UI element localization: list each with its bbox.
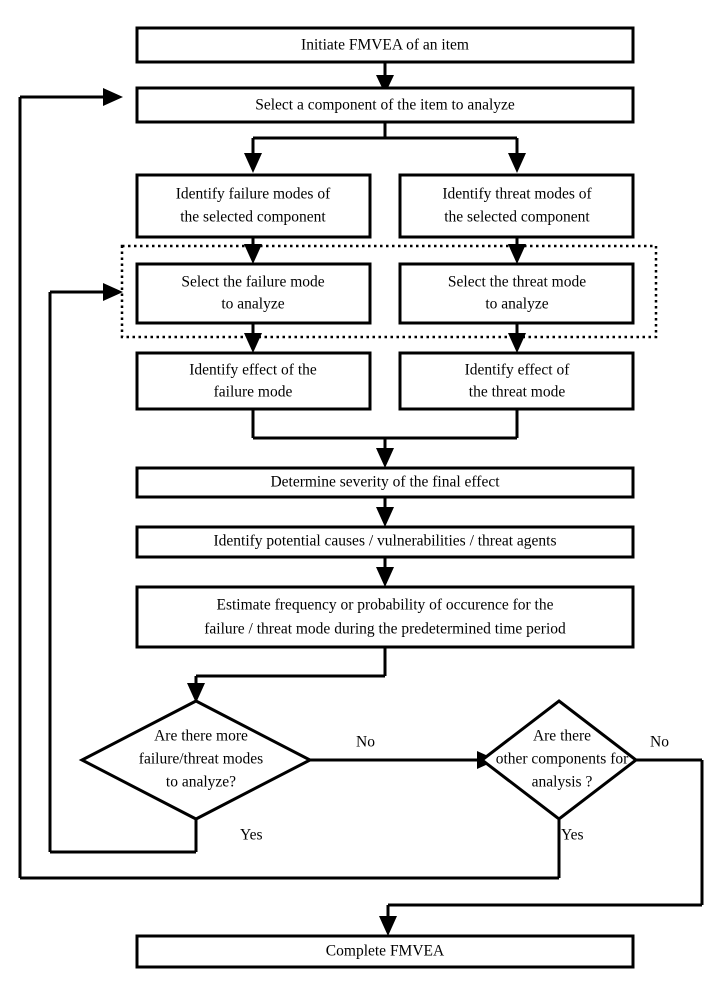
arrowhead-identify-failure-to-select-failure — [244, 244, 262, 264]
node-identify-effect-threat[interactable] — [398, 351, 635, 411]
node-decision-more-modes-line3: to analyze? — [166, 774, 236, 791]
node-decision-other-components-line3: analysis ? — [532, 774, 593, 791]
node-estimate-frequency-line2: failure / threat mode during the predete… — [204, 621, 566, 638]
edge-label-other-components-yes: Yes — [561, 827, 584, 844]
edge-other-components-no-to-complete — [386, 758, 704, 920]
node-identify-causes[interactable] — [135, 525, 635, 559]
node-select-threat-mode[interactable] — [398, 262, 635, 325]
node-decision-more-modes[interactable] — [78, 699, 314, 821]
node-decision-more-modes-line2: failure/threat modes — [139, 751, 263, 768]
arrowhead-initiate-to-select-component — [376, 75, 394, 94]
node-identify-threat-modes-line2: the selected component — [444, 209, 590, 226]
edge-label-other-components-no: No — [650, 734, 669, 751]
arrowhead-identify-threat-to-select-threat — [508, 244, 526, 264]
edge-other-components-yes-loop — [18, 95, 561, 880]
node-decision-other-components[interactable] — [479, 699, 639, 821]
arrowhead-other-components-yes-loop — [103, 88, 123, 106]
arrowhead-severity-to-causes — [376, 507, 394, 527]
node-estimate-frequency-line1: Estimate frequency or probability of occ… — [217, 597, 554, 614]
node-identify-effect-failure[interactable] — [135, 351, 372, 411]
node-select-failure-mode[interactable] — [135, 262, 372, 325]
arrowhead-causes-to-estimate — [376, 567, 394, 587]
node-select-threat-mode-line1: Select the threat mode — [448, 274, 586, 291]
node-determine-severity-label: Determine severity of the final effect — [270, 474, 500, 491]
node-determine-severity[interactable] — [135, 466, 635, 499]
node-identify-effect-threat-line2: the threat mode — [469, 384, 566, 401]
node-identify-effect-failure-line1: Identify effect of the — [189, 362, 317, 379]
arrowhead-merge-to-determine-severity — [376, 448, 394, 468]
arrowhead-to-identify-threat-modes — [508, 153, 526, 173]
node-complete-fmvea[interactable] — [135, 934, 635, 969]
node-select-failure-mode-line1: Select the failure mode — [181, 274, 324, 291]
node-identify-causes-label: Identify potential causes / vulnerabilit… — [213, 533, 556, 550]
arrowhead-other-components-no-to-complete — [379, 916, 397, 936]
node-initiate-fmvea-label: Initiate FMVEA of an item — [301, 37, 469, 54]
node-select-threat-mode-line2: to analyze — [485, 296, 548, 313]
node-decision-more-modes-line1: Are there more — [154, 728, 248, 745]
arrowhead-estimate-to-decision-more-modes — [187, 683, 205, 703]
node-identify-effect-failure-line2: failure mode — [214, 384, 293, 401]
node-identify-failure-modes[interactable] — [135, 173, 372, 239]
node-complete-fmvea-label: Complete FMVEA — [326, 943, 445, 960]
node-select-failure-mode-line2: to analyze — [221, 296, 284, 313]
node-select-component[interactable] — [135, 86, 635, 124]
node-identify-threat-modes[interactable] — [398, 173, 635, 239]
arrowhead-to-identify-failure-modes — [244, 153, 262, 173]
node-initiate-fmvea[interactable] — [135, 26, 635, 64]
node-identify-threat-modes-line1: Identify threat modes of — [442, 186, 592, 203]
edge-effects-merge-to-severity — [251, 409, 519, 452]
node-identify-failure-modes-line2: the selected component — [180, 209, 326, 226]
edge-more-modes-yes-loop — [48, 290, 198, 854]
edge-estimate-to-decision-more-modes — [194, 647, 387, 688]
edge-label-more-modes-no: No — [356, 734, 375, 751]
node-estimate-frequency[interactable] — [135, 585, 635, 649]
node-decision-other-components-line2: other components for — [496, 751, 629, 768]
edge-label-more-modes-yes: Yes — [240, 827, 263, 844]
edge-select-component-split — [251, 122, 519, 158]
arrowhead-more-modes-yes-loop — [103, 283, 123, 301]
node-identify-failure-modes-line1: Identify failure modes of — [176, 186, 331, 203]
node-identify-effect-threat-line1: Identify effect of — [465, 362, 571, 379]
node-select-component-label: Select a component of the item to analyz… — [255, 97, 515, 114]
node-decision-other-components-line1: Are there — [533, 728, 591, 745]
